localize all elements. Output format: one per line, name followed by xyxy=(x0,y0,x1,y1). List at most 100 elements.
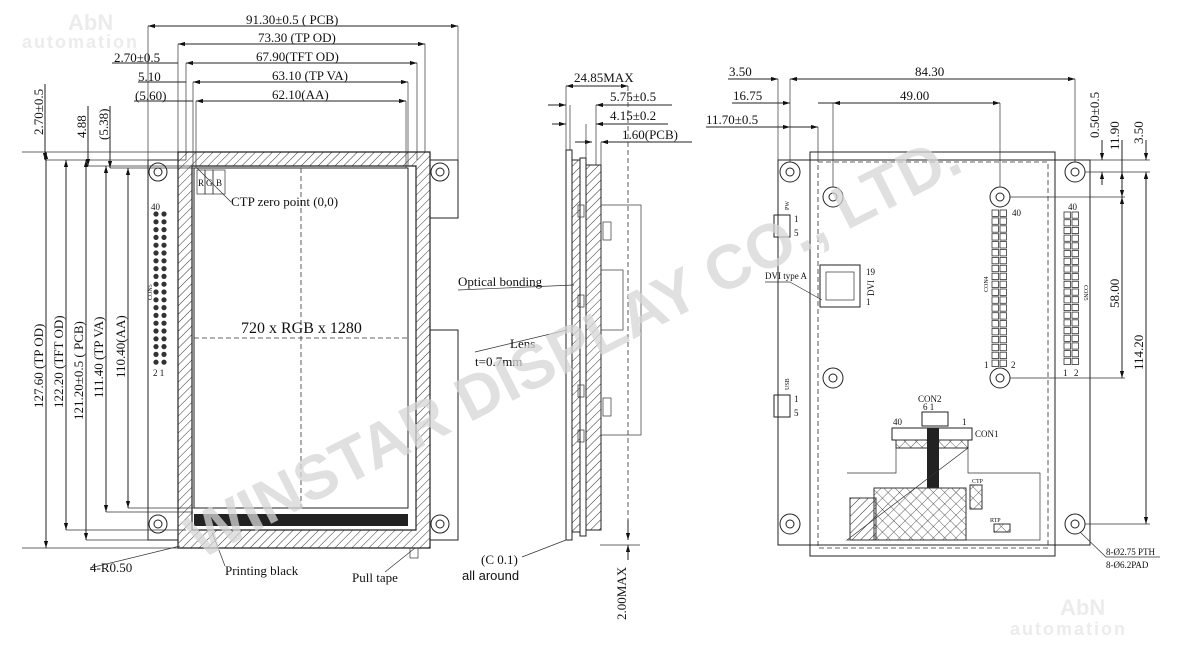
pin xyxy=(161,281,167,287)
dim-pcb-width: 91.30±0.5 ( PCB) xyxy=(246,12,338,27)
svg-text:(C 0.1): (C 0.1) xyxy=(481,552,518,567)
pin xyxy=(1071,226,1079,234)
pin xyxy=(161,336,167,342)
pin xyxy=(161,227,167,233)
svg-text:CTP: CTP xyxy=(972,479,984,485)
pin xyxy=(1071,342,1079,350)
pin xyxy=(999,296,1007,304)
pin xyxy=(153,297,159,303)
pin xyxy=(999,217,1007,225)
svg-text:AbN: AbN xyxy=(1060,595,1105,620)
svg-text:CON1: CON1 xyxy=(975,429,999,439)
printing-black-strip xyxy=(194,514,408,526)
pin xyxy=(991,233,999,241)
svg-text:11.90: 11.90 xyxy=(1107,121,1122,150)
svg-text:USB: USB xyxy=(785,378,791,390)
pin xyxy=(1071,265,1079,273)
svg-text:19: 19 xyxy=(866,267,876,277)
dim-tft-od-height: 122.20 (TFT OD) xyxy=(51,315,66,408)
lens-label: Lens xyxy=(510,336,535,351)
pin xyxy=(1071,288,1079,296)
pin xyxy=(161,273,167,279)
pin xyxy=(991,217,999,225)
pin xyxy=(161,344,167,350)
svg-text:58.00: 58.00 xyxy=(1107,279,1122,308)
svg-text:DVI type A: DVI type A xyxy=(765,271,807,281)
dim-tft-od-width: 67.90(TFT OD) xyxy=(256,49,339,64)
pin xyxy=(1063,211,1071,219)
pin xyxy=(153,359,159,365)
pin xyxy=(1063,334,1071,342)
svg-text:(5.38): (5.38) xyxy=(96,109,111,140)
svg-text:40: 40 xyxy=(151,202,161,212)
pin xyxy=(161,328,167,334)
dim-tp-va-width: 63.10 (TP VA) xyxy=(272,68,348,83)
pin xyxy=(161,219,167,225)
pin xyxy=(1063,250,1071,258)
pin xyxy=(1063,219,1071,227)
svg-text:2.00MAX: 2.00MAX xyxy=(614,566,629,620)
pin xyxy=(999,335,1007,344)
svg-text:automation: automation xyxy=(22,32,139,52)
pin xyxy=(153,305,159,311)
svg-text:5.10: 5.10 xyxy=(138,69,161,84)
pin xyxy=(999,249,1007,257)
front-view: R G B CTP zero point (0,0) 720 x RGB x 1… xyxy=(22,12,459,585)
pin xyxy=(153,227,159,233)
abn-logo-bottom: AbN automation xyxy=(1010,595,1125,639)
hole-pad-label: 8-Ø6.2PAD xyxy=(1106,560,1149,570)
pin xyxy=(153,289,159,295)
pin xyxy=(1071,273,1079,281)
pin xyxy=(161,297,167,303)
svg-text:2: 2 xyxy=(1074,368,1079,378)
svg-text:40: 40 xyxy=(1012,208,1022,218)
pin xyxy=(991,343,999,352)
pin xyxy=(1063,350,1071,358)
pin xyxy=(999,304,1007,312)
pin xyxy=(1071,334,1079,342)
con5-pins xyxy=(153,211,167,365)
hole-pth-label: 8-Ø2.75 PTH xyxy=(1106,547,1155,557)
pin xyxy=(991,280,999,288)
svg-text:1.60(PCB): 1.60(PCB) xyxy=(622,127,678,142)
pin xyxy=(991,249,999,257)
svg-text:5.75±0.5: 5.75±0.5 xyxy=(610,89,656,104)
pin xyxy=(991,288,999,296)
rgb-subpixel xyxy=(196,169,226,195)
pin xyxy=(153,336,159,342)
pin xyxy=(1063,242,1071,250)
pin xyxy=(999,328,1007,336)
svg-text:(5.60): (5.60) xyxy=(135,88,166,103)
usb-connector xyxy=(773,394,791,418)
pin xyxy=(153,250,159,256)
pin xyxy=(1071,250,1079,258)
pin xyxy=(161,250,167,256)
con2-connector xyxy=(921,411,949,427)
pin xyxy=(1063,327,1071,335)
pin xyxy=(1071,350,1079,358)
svg-text:16.75: 16.75 xyxy=(733,88,762,103)
pin xyxy=(1063,303,1071,311)
pin xyxy=(153,344,159,350)
pin xyxy=(161,266,167,272)
pin xyxy=(161,305,167,311)
pin xyxy=(161,351,167,357)
pin xyxy=(153,219,159,225)
svg-text:B: B xyxy=(216,178,222,188)
pin xyxy=(161,211,167,217)
pin xyxy=(1063,296,1071,304)
pin xyxy=(161,242,167,248)
fpc-ic-area xyxy=(873,487,967,541)
svg-text:1: 1 xyxy=(866,297,871,307)
svg-text:3.50: 3.50 xyxy=(1131,121,1146,144)
pin xyxy=(999,351,1007,360)
svg-text:40: 40 xyxy=(1068,202,1078,212)
pin xyxy=(161,258,167,264)
side-view: 24.85MAX 5.75±0.5 4.15±0.2 1.60(PCB) Opt… xyxy=(457,70,692,620)
svg-text:RTP: RTP xyxy=(990,518,1001,524)
pin xyxy=(999,233,1007,241)
pin xyxy=(153,211,159,217)
dim-aa-height: 110.40(AA) xyxy=(113,315,128,378)
pin xyxy=(1071,303,1079,311)
